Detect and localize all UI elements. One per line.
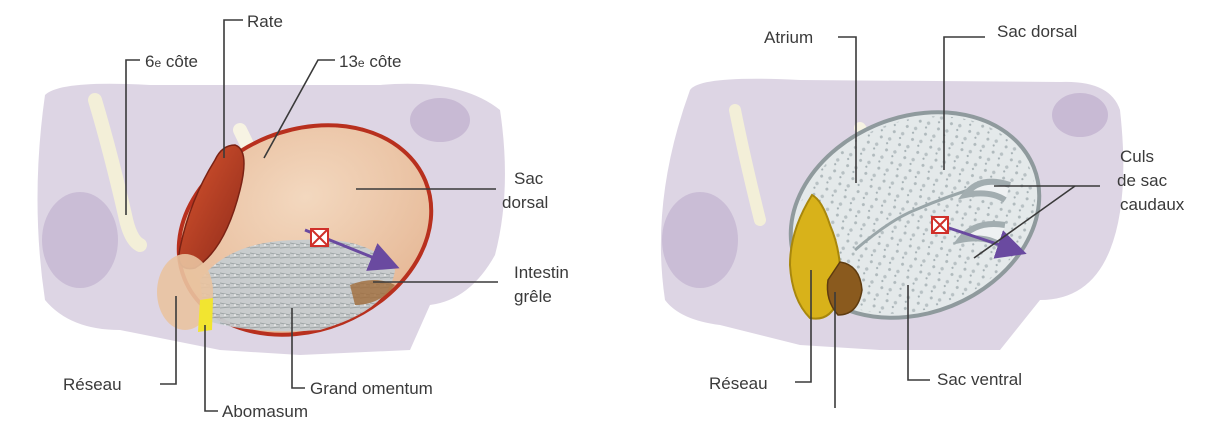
label-intestin-2: grêle [514, 287, 552, 306]
label-sac-dorsal-left-2: dorsal [502, 193, 548, 212]
label-grand-omentum: Grand omentum [310, 379, 433, 398]
label-sac-dorsal-left-1: Sac [514, 169, 544, 188]
label-culs-3: caudaux [1120, 195, 1185, 214]
dark-shading-left [42, 192, 118, 288]
label-thirteenth-rib: 13e côte [339, 52, 401, 71]
dark-shading-right [662, 192, 738, 288]
label-sixth-rib: 6e côte [145, 52, 198, 71]
marker-box-left [311, 229, 328, 246]
label-culs-2: de sac [1117, 171, 1168, 190]
label-culs-1: Culs [1120, 147, 1154, 166]
label-atrium: Atrium [764, 28, 813, 47]
marker-box-right [932, 217, 948, 233]
label-rate: Rate [247, 12, 283, 31]
dark-shading-left-2 [410, 98, 470, 142]
label-reseau-right: Réseau [709, 374, 768, 393]
right-panel: Atrium Sac dorsal Culs de sac caudaux Ré… [661, 22, 1185, 408]
dark-shading-right-2 [1052, 93, 1108, 137]
label-sac-ventral: Sac ventral [937, 370, 1022, 389]
label-reseau-left: Réseau [63, 375, 122, 394]
label-abomasum: Abomasum [222, 402, 308, 421]
left-panel: Rate 6e côte 13e côte Sac dorsal Intesti… [38, 12, 569, 421]
label-intestin-1: Intestin [514, 263, 569, 282]
label-sac-dorsal-right: Sac dorsal [997, 22, 1077, 41]
